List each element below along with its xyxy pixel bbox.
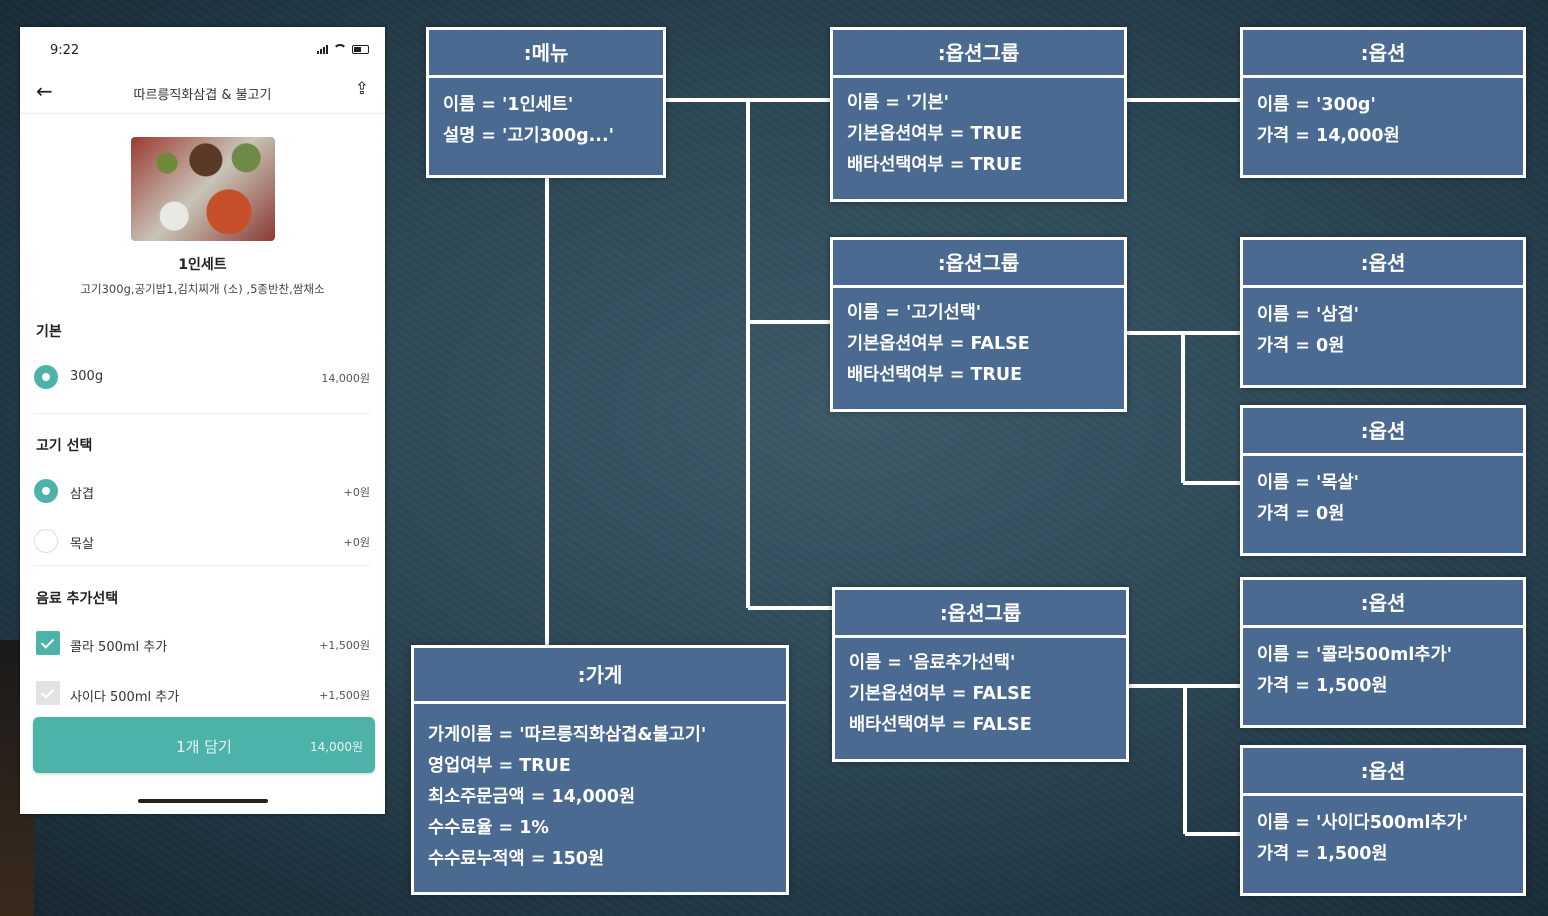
food-image	[131, 137, 275, 241]
phone-screen: 9:22 ← 따르릉직화삼겹 & 불고기 ⇪ 1인세트 고기300g,공기밥1,…	[20, 27, 385, 814]
box-field: 기본옵션여부 = FALSE	[847, 334, 1030, 354]
add-to-cart-button[interactable]: 1개 담기 14,000원	[33, 717, 375, 773]
box-title: :옵션	[1243, 240, 1523, 288]
option-moksal[interactable]: 목살 +0원	[34, 526, 370, 556]
box-field: 최소주문금액 = 14,000원	[428, 787, 636, 807]
option-box-cola: :옵션 이름 = '콜라500ml추가' 가격 = 1,500원	[1240, 577, 1526, 728]
box-title: :옵션	[1243, 580, 1523, 628]
box-field: 배타선택여부 = TRUE	[847, 155, 1023, 175]
store-object-box: :가게 가게이름 = '따르릉직화삼겹&불고기' 영업여부 = TRUE 최소주…	[411, 645, 789, 895]
box-title: :옵션	[1243, 408, 1523, 456]
box-field: 이름 = '목살'	[1257, 473, 1359, 493]
section-title-drink: 음료 추가선택	[36, 591, 119, 607]
box-field: 기본옵션여부 = TRUE	[847, 124, 1023, 144]
option-box-cider: :옵션 이름 = '사이다500ml추가' 가격 = 1,500원	[1240, 745, 1526, 896]
box-field: 이름 = '음료추가선택'	[849, 653, 1016, 673]
option-price: +1,500원	[319, 639, 370, 652]
option-price: +0원	[343, 536, 370, 549]
box-field: 설명 = '고기300g...'	[443, 126, 614, 146]
radio-unselected-icon[interactable]	[34, 529, 58, 553]
radio-selected-icon[interactable]	[34, 365, 58, 389]
box-field: 가게이름 = '따르릉직화삼겹&불고기'	[428, 725, 707, 745]
box-field: 배타선택여부 = FALSE	[849, 715, 1032, 735]
option-price: +0원	[343, 486, 370, 499]
option-group-box-drink: :옵션그룹 이름 = '음료추가선택' 기본옵션여부 = FALSE 배타선택여…	[832, 587, 1129, 762]
option-label: 삼겹	[70, 487, 94, 502]
box-field: 가격 = 1,500원	[1257, 676, 1388, 696]
option-price: +1,500원	[319, 689, 370, 702]
box-field: 이름 = '콜라500ml추가'	[1257, 645, 1452, 665]
item-description: 고기300g,공기밥1,김치찌개 (소) ,5종반찬,쌈채소	[80, 282, 325, 296]
option-cider[interactable]: 사이다 500ml 추가 +1,500원	[34, 679, 370, 709]
option-label: 300g	[70, 369, 104, 384]
status-time: 9:22	[50, 43, 80, 58]
box-title: :옵션그룹	[833, 30, 1124, 78]
box-field: 기본옵션여부 = FALSE	[849, 684, 1032, 704]
store-title: 따르릉직화삼겹 & 불고기	[133, 88, 272, 103]
box-field: 배타선택여부 = TRUE	[847, 365, 1023, 385]
option-box-moksal: :옵션 이름 = '목살' 가격 = 0원	[1240, 405, 1526, 556]
box-field: 이름 = '사이다500ml추가'	[1257, 813, 1469, 833]
option-label: 목살	[70, 537, 94, 552]
radio-selected-icon[interactable]	[34, 479, 58, 503]
option-box-300g: :옵션 이름 = '300g' 가격 = 14,000원	[1240, 27, 1526, 178]
battery-icon	[352, 44, 369, 54]
option-group-box-meat: :옵션그룹 이름 = '고기선택' 기본옵션여부 = FALSE 배타선택여부 …	[830, 237, 1127, 412]
menu-object-box: :메뉴 이름 = '1인세트' 설명 = '고기300g...'	[426, 27, 666, 178]
box-field: 가격 = 0원	[1257, 504, 1345, 524]
share-icon[interactable]: ⇪	[354, 79, 369, 99]
home-indicator	[138, 799, 268, 803]
box-field: 영업여부 = TRUE	[428, 756, 571, 776]
item-name: 1인세트	[178, 257, 227, 273]
cart-button-label: 1개 담기	[176, 738, 232, 756]
checkbox-icon[interactable]	[36, 681, 60, 705]
option-group-box-basic: :옵션그룹 이름 = '기본' 기본옵션여부 = TRUE 배타선택여부 = T…	[830, 27, 1127, 202]
section-title-meat: 고기 선택	[36, 438, 93, 454]
box-field: 이름 = '고기선택'	[847, 303, 982, 323]
box-title: :옵션	[1243, 30, 1523, 78]
status-icons	[317, 44, 369, 54]
box-field: 수수료누적액 = 150원	[428, 849, 605, 869]
box-field: 이름 = '기본'	[847, 93, 949, 113]
box-field: 가격 = 14,000원	[1257, 126, 1400, 146]
box-field: 이름 = '300g'	[1257, 95, 1376, 115]
option-box-samgyeop: :옵션 이름 = '삼겹' 가격 = 0원	[1240, 237, 1526, 388]
box-field: 이름 = '삼겹'	[1257, 305, 1359, 325]
box-title: :메뉴	[429, 30, 663, 78]
box-field: 가격 = 0원	[1257, 336, 1345, 356]
box-title: :옵션	[1243, 748, 1523, 796]
option-label: 사이다 500ml 추가	[70, 690, 180, 705]
option-300g[interactable]: 300g 14,000원	[34, 362, 370, 392]
signal-icon	[317, 44, 328, 54]
option-price: 14,000원	[321, 372, 370, 385]
divider	[34, 565, 370, 566]
option-label: 콜라 500ml 추가	[70, 640, 168, 655]
divider	[34, 413, 370, 414]
box-field: 가격 = 1,500원	[1257, 844, 1388, 864]
box-field: 수수료율 = 1%	[428, 818, 549, 838]
cart-button-price: 14,000원	[309, 740, 363, 754]
box-title: :옵션그룹	[835, 590, 1126, 638]
nav-bar: ← 따르릉직화삼겹 & 불고기 ⇪	[20, 77, 385, 114]
section-title-basic: 기본	[36, 324, 62, 340]
box-field: 이름 = '1인세트'	[443, 95, 574, 115]
option-cola[interactable]: 콜라 500ml 추가 +1,500원	[34, 629, 370, 659]
wifi-icon	[333, 44, 347, 54]
checkbox-checked-icon[interactable]	[36, 631, 60, 655]
back-arrow-icon[interactable]: ←	[36, 79, 53, 103]
box-title: :가게	[414, 648, 786, 704]
option-samgyeop[interactable]: 삼겹 +0원	[34, 476, 370, 506]
box-title: :옵션그룹	[833, 240, 1124, 288]
